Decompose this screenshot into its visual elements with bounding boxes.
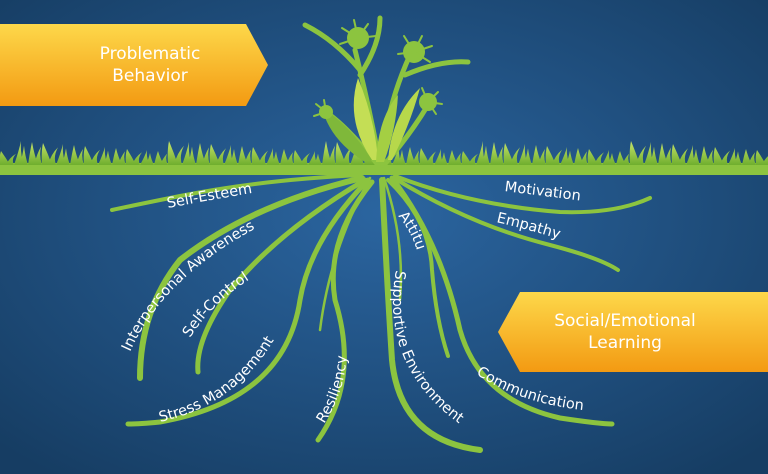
- root-interpersonal: [137, 175, 365, 381]
- root-self-esteem: [110, 173, 362, 212]
- root-resiliency: [315, 179, 375, 443]
- rootlet: [318, 176, 372, 332]
- problematic-behavior-banner-shape: [0, 24, 268, 106]
- sel-banner-shape: [498, 292, 768, 372]
- root-motivation: [393, 174, 652, 215]
- problematic-behavior-banner: Problematic Behavior: [60, 24, 240, 106]
- root-empathy: [392, 176, 620, 272]
- root-supportive: [379, 177, 483, 453]
- ground-strip: [0, 163, 768, 175]
- social-emotional-learning-banner: Social/Emotional Learning: [525, 292, 725, 372]
- social-emotional-learning-label: Social/Emotional Learning: [554, 311, 696, 353]
- root-self-control: [195, 177, 368, 375]
- problematic-behavior-label: Problematic Behavior: [99, 44, 201, 86]
- grass-blades: [0, 141, 768, 165]
- rootlet: [382, 176, 403, 302]
- root-communication: [389, 175, 615, 427]
- thistle-weed-icon: [302, 15, 471, 168]
- grass: [0, 141, 768, 165]
- root-stress: [125, 177, 371, 427]
- roots: [110, 173, 652, 453]
